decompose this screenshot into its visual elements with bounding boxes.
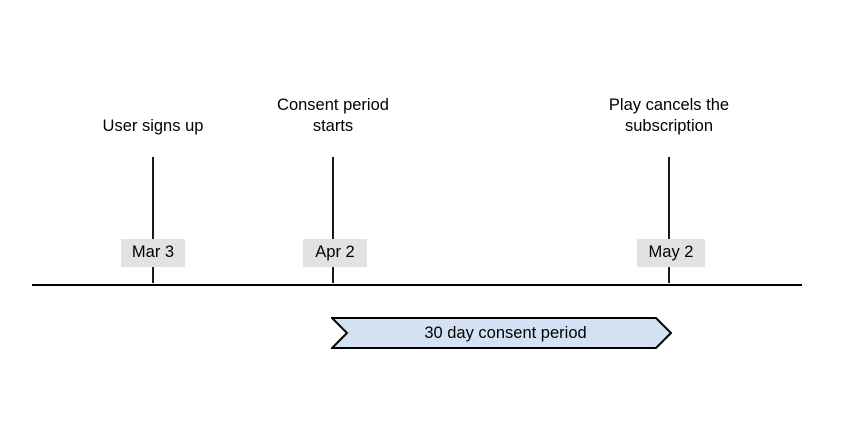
event-tick-play-cancels-subscription: [668, 157, 670, 283]
event-date-user-signs-up: Mar 3: [121, 239, 185, 267]
timeline-axis-line: [32, 284, 802, 286]
event-date-consent-period-starts: Apr 2: [303, 239, 367, 267]
consent-period-banner-label: 30 day consent period: [424, 323, 587, 342]
event-tick-user-signs-up: [152, 157, 154, 283]
consent-period-banner: 30 day consent period: [331, 317, 672, 349]
event-title-consent-period-starts: Consent period starts: [277, 96, 389, 135]
event-title-play-cancels-subscription: Play cancels the subscription: [608, 96, 730, 135]
event-title-user-signs-up: User signs up: [102, 117, 204, 135]
event-tick-consent-period-starts: [332, 157, 334, 283]
consent-period-banner-shape: [331, 317, 672, 349]
event-date-play-cancels-subscription: May 2: [637, 239, 705, 267]
